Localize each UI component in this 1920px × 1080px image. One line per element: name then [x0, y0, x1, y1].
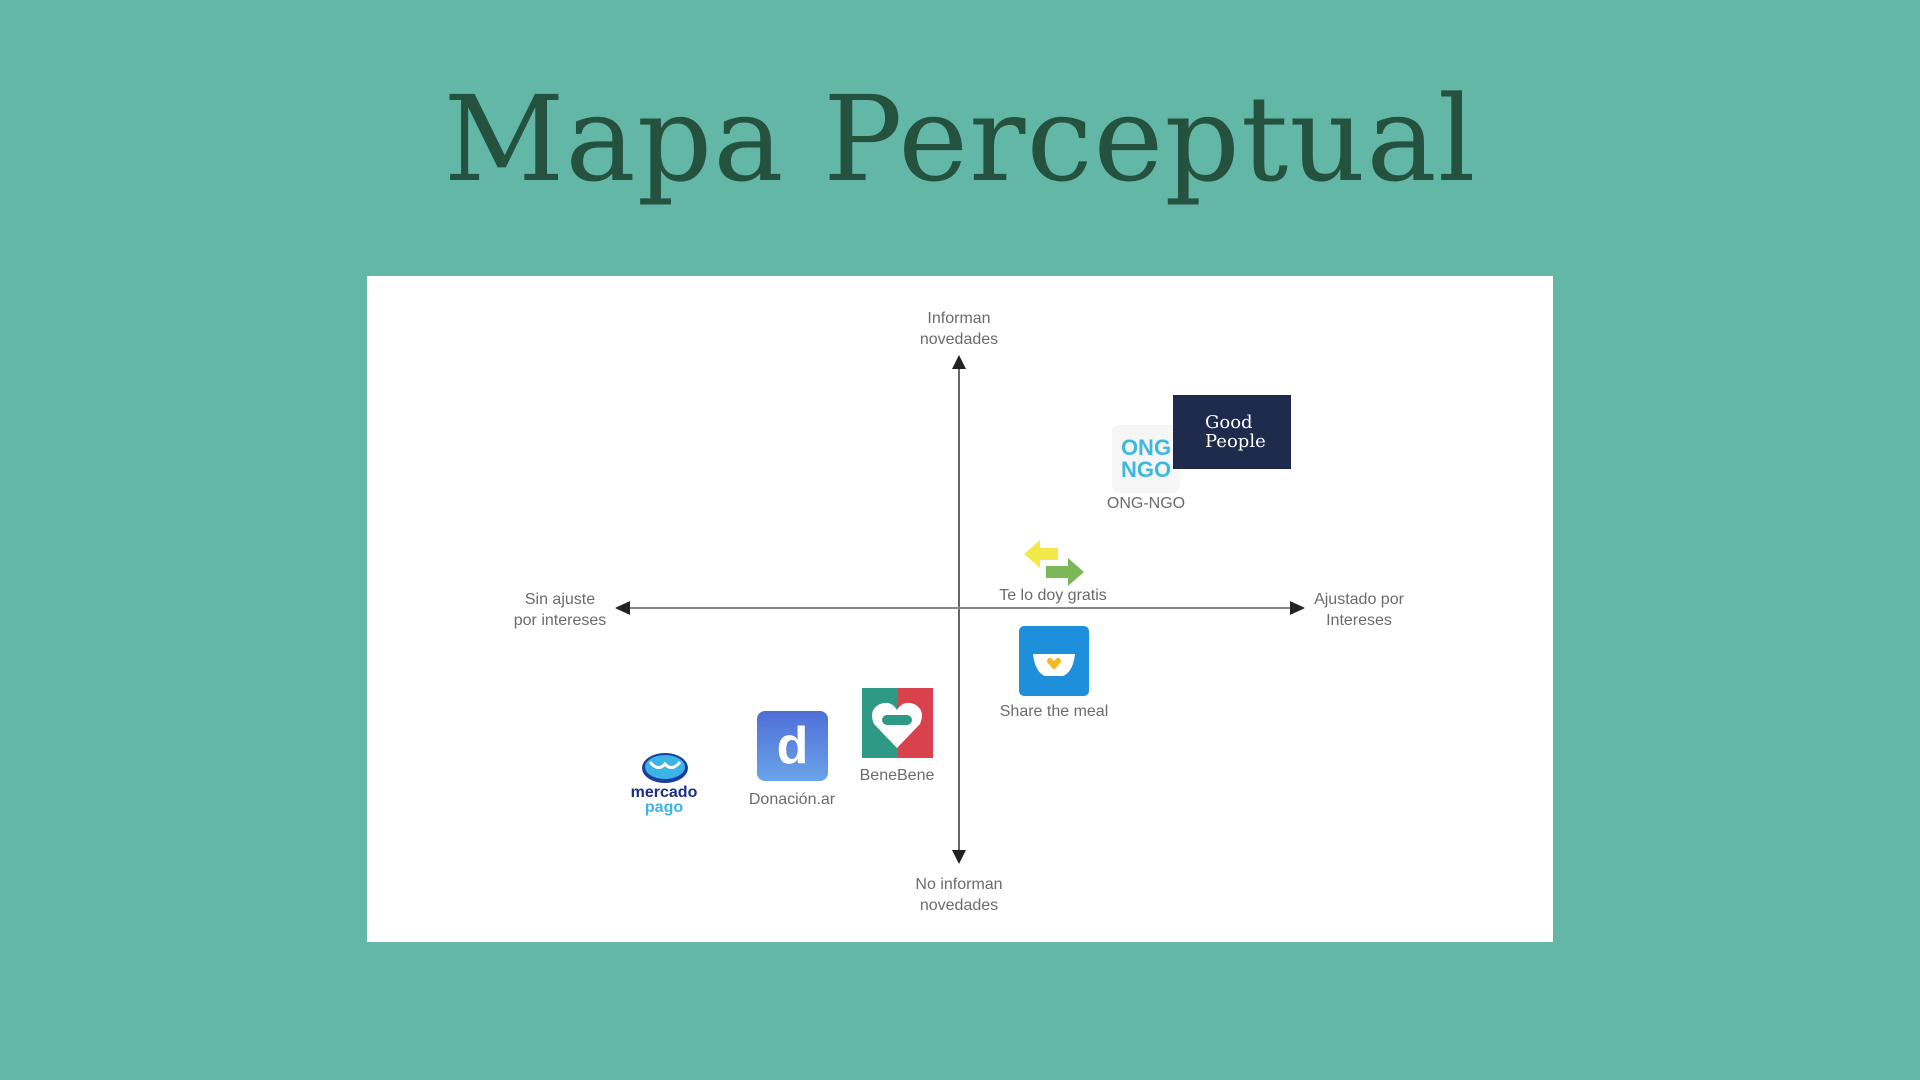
arrow-right-icon — [1290, 601, 1305, 615]
ngo-logo-text: NGO — [1120, 457, 1172, 482]
ong-ngo-logo: ONG NGO — [1112, 425, 1180, 493]
donacion-logo-letter: d — [776, 717, 809, 775]
ong-logo-text: ONG — [1120, 435, 1172, 460]
benebene-icon — [862, 688, 933, 758]
donacion-ar-icon: d — [757, 711, 828, 781]
axis-label-left-line2: por intereses — [513, 612, 607, 629]
mercado-pago-line2: pago — [644, 799, 684, 816]
share-the-meal-icon — [1019, 626, 1089, 696]
te-lo-doy-gratis-label: Te lo doy gratis — [999, 587, 1107, 604]
good-people-line2: People — [1205, 431, 1266, 452]
axis-label-top: Informan novedades — [920, 308, 998, 350]
good-people-box: Good People — [1173, 395, 1291, 469]
axis-label-left-line1: Sin ajuste — [524, 591, 596, 608]
page-title: Mapa Perceptual — [443, 70, 1477, 208]
exchange-arrows-icon — [1024, 540, 1084, 586]
axis-label-left: Sin ajuste por intereses — [514, 589, 607, 631]
arrow-down-icon — [952, 850, 966, 864]
axis-label-bottom-line1: No informan — [915, 876, 1003, 893]
donacion-ar-label: Donación.ar — [748, 791, 836, 808]
mercado-pago-line1: mercado — [630, 784, 698, 801]
axis-label-right-line1: Ajustado por — [1314, 591, 1404, 608]
mercado-pago-logo: mercado pago — [624, 784, 704, 816]
axis-label-right-line2: Intereses — [1326, 612, 1392, 629]
benebene-label: BeneBene — [859, 767, 935, 784]
axis-label-top-line2: novedades — [919, 331, 999, 348]
good-people-line1: Good — [1205, 412, 1253, 433]
share-the-meal-label: Share the meal — [999, 703, 1109, 720]
arrow-left-icon — [615, 601, 630, 615]
axis-label-bottom: No informan novedades — [915, 874, 1002, 916]
ong-ngo-label: ONG-NGO — [1106, 495, 1186, 512]
axis-label-right: Ajustado por Intereses — [1314, 589, 1404, 631]
axis-label-bottom-line2: novedades — [919, 897, 999, 914]
arrow-up-icon — [952, 355, 966, 369]
mercado-pago-handshake-icon — [642, 753, 688, 783]
axis-label-top-line1: Informan — [927, 310, 991, 327]
